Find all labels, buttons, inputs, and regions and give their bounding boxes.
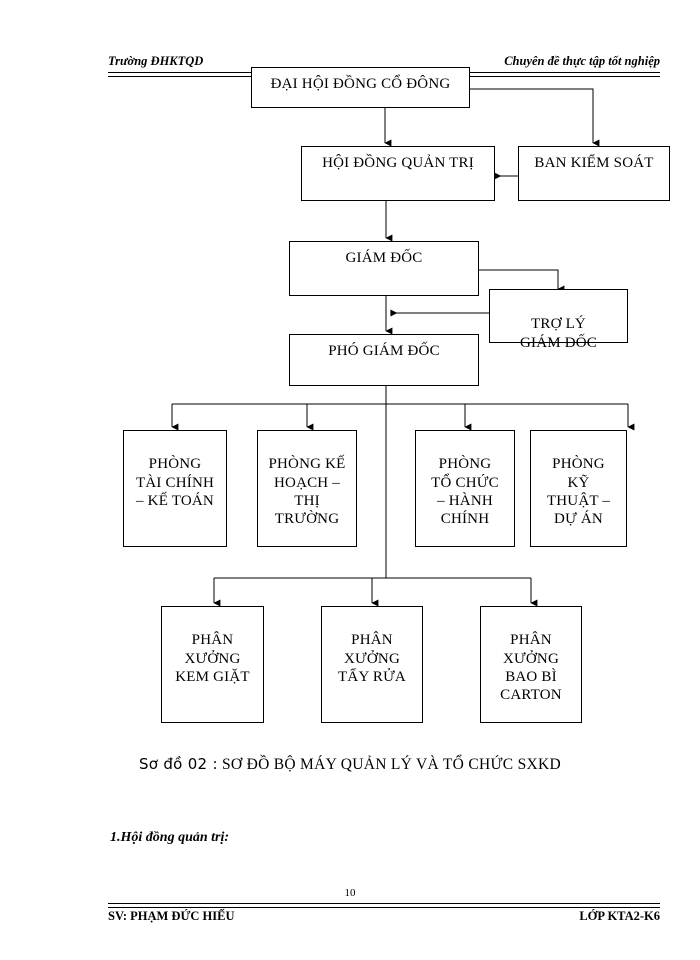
node-label: PHÒNG KẾ HOẠCH – THỊ TRƯỜNG — [268, 456, 346, 528]
footer-divider — [108, 903, 660, 908]
node-label: HỘI ĐỒNG QUẢN TRỊ — [322, 155, 474, 171]
node-label: PHÂN XƯỞNG KEM GIẶT — [175, 632, 250, 685]
header-left-text: Trường ĐHKTQD — [108, 54, 204, 68]
node-label: PHÓ GIÁM ĐỐC — [328, 343, 440, 359]
node-giam-doc[interactable]: GIÁM ĐỐC — [289, 241, 479, 296]
footer-student-name: SV: PHẠM ĐỨC HIẾU — [108, 909, 235, 923]
org-chart-connectors — [171, 88, 635, 607]
page-number: 10 — [344, 887, 356, 899]
node-label: GIÁM ĐỐC — [345, 250, 423, 266]
node-phan-xuong-bao-bi-carton[interactable]: PHÂN XƯỞNG BAO BÌ CARTON — [480, 606, 582, 723]
node-hoi-dong-quan-tri[interactable]: HỘI ĐỒNG QUẢN TRỊ — [301, 146, 495, 201]
org-chart-diagram: ĐẠI HỘI ĐỒNG CỔ ĐÔNG HỘI ĐỒNG QUẢN TRỊ B… — [123, 67, 670, 723]
node-phong-ky-thuat-du-an[interactable]: PHÒNG KỸ THUẬT – DỰ ÁN — [530, 430, 627, 547]
node-dai-hoi-dong-co-dong[interactable]: ĐẠI HỘI ĐỒNG CỔ ĐÔNG — [251, 67, 470, 108]
node-ban-kiem-soat[interactable]: BAN KIỂM SOÁT — [518, 146, 670, 201]
section-heading: 1.Hội đồng quản trị: — [110, 830, 230, 845]
node-label: TRỢ LÝ GIÁM ĐỐC — [519, 316, 598, 351]
node-phan-xuong-tay-rua[interactable]: PHÂN XƯỞNG TẨY RỬA — [321, 606, 423, 723]
node-label: BAN KIỂM SOÁT — [534, 155, 654, 171]
node-label: PHÂN XƯỞNG BAO BÌ CARTON — [500, 632, 562, 704]
node-label: PHÒNG TỔ CHỨC – HÀNH CHÍNH — [431, 456, 499, 528]
caption-title: SƠ ĐỒ BỘ MÁY QUẢN LÝ VÀ TỔ CHỨC SXKD — [222, 756, 562, 773]
node-phong-ke-hoach-thi-truong[interactable]: PHÒNG KẾ HOẠCH – THỊ TRƯỜNG — [257, 430, 357, 547]
node-label: PHÒNG KỸ THUẬT – DỰ ÁN — [546, 456, 611, 528]
page-header: Trường ĐHKTQD Chuyên đề thực tập tốt ngh… — [108, 54, 660, 76]
diagram-caption: Sơ đồ 02 : SƠ ĐỒ BỘ MÁY QUẢN LÝ VÀ TỔ CH… — [0, 755, 700, 774]
node-tro-ly-giam-doc[interactable]: TRỢ LÝ GIÁM ĐỐC — [489, 289, 628, 351]
node-label: PHÂN XƯỞNG TẨY RỬA — [338, 632, 406, 685]
node-phong-tai-chinh-ke-toan[interactable]: PHÒNG TÀI CHÍNH – KẾ TOÁN — [123, 430, 227, 547]
node-label: PHÒNG TÀI CHÍNH – KẾ TOÁN — [135, 456, 215, 509]
node-phong-to-chuc-hanh-chinh[interactable]: PHÒNG TỔ CHỨC – HÀNH CHÍNH — [415, 430, 515, 547]
page-footer: SV: PHẠM ĐỨC HIẾU LỚP KTA2-K6 — [108, 909, 660, 929]
node-phan-xuong-kem-giat[interactable]: PHÂN XƯỞNG KEM GIẶT — [161, 606, 264, 723]
footer-class-label: LỚP KTA2-K6 — [579, 909, 660, 923]
caption-lead: Sơ đồ 02 : — [138, 755, 218, 773]
header-right-text: Chuyên đề thực tập tốt nghiệp — [504, 54, 660, 68]
node-pho-giam-doc[interactable]: PHÓ GIÁM ĐỐC — [289, 334, 479, 386]
node-label: ĐẠI HỘI ĐỒNG CỔ ĐÔNG — [270, 76, 451, 92]
